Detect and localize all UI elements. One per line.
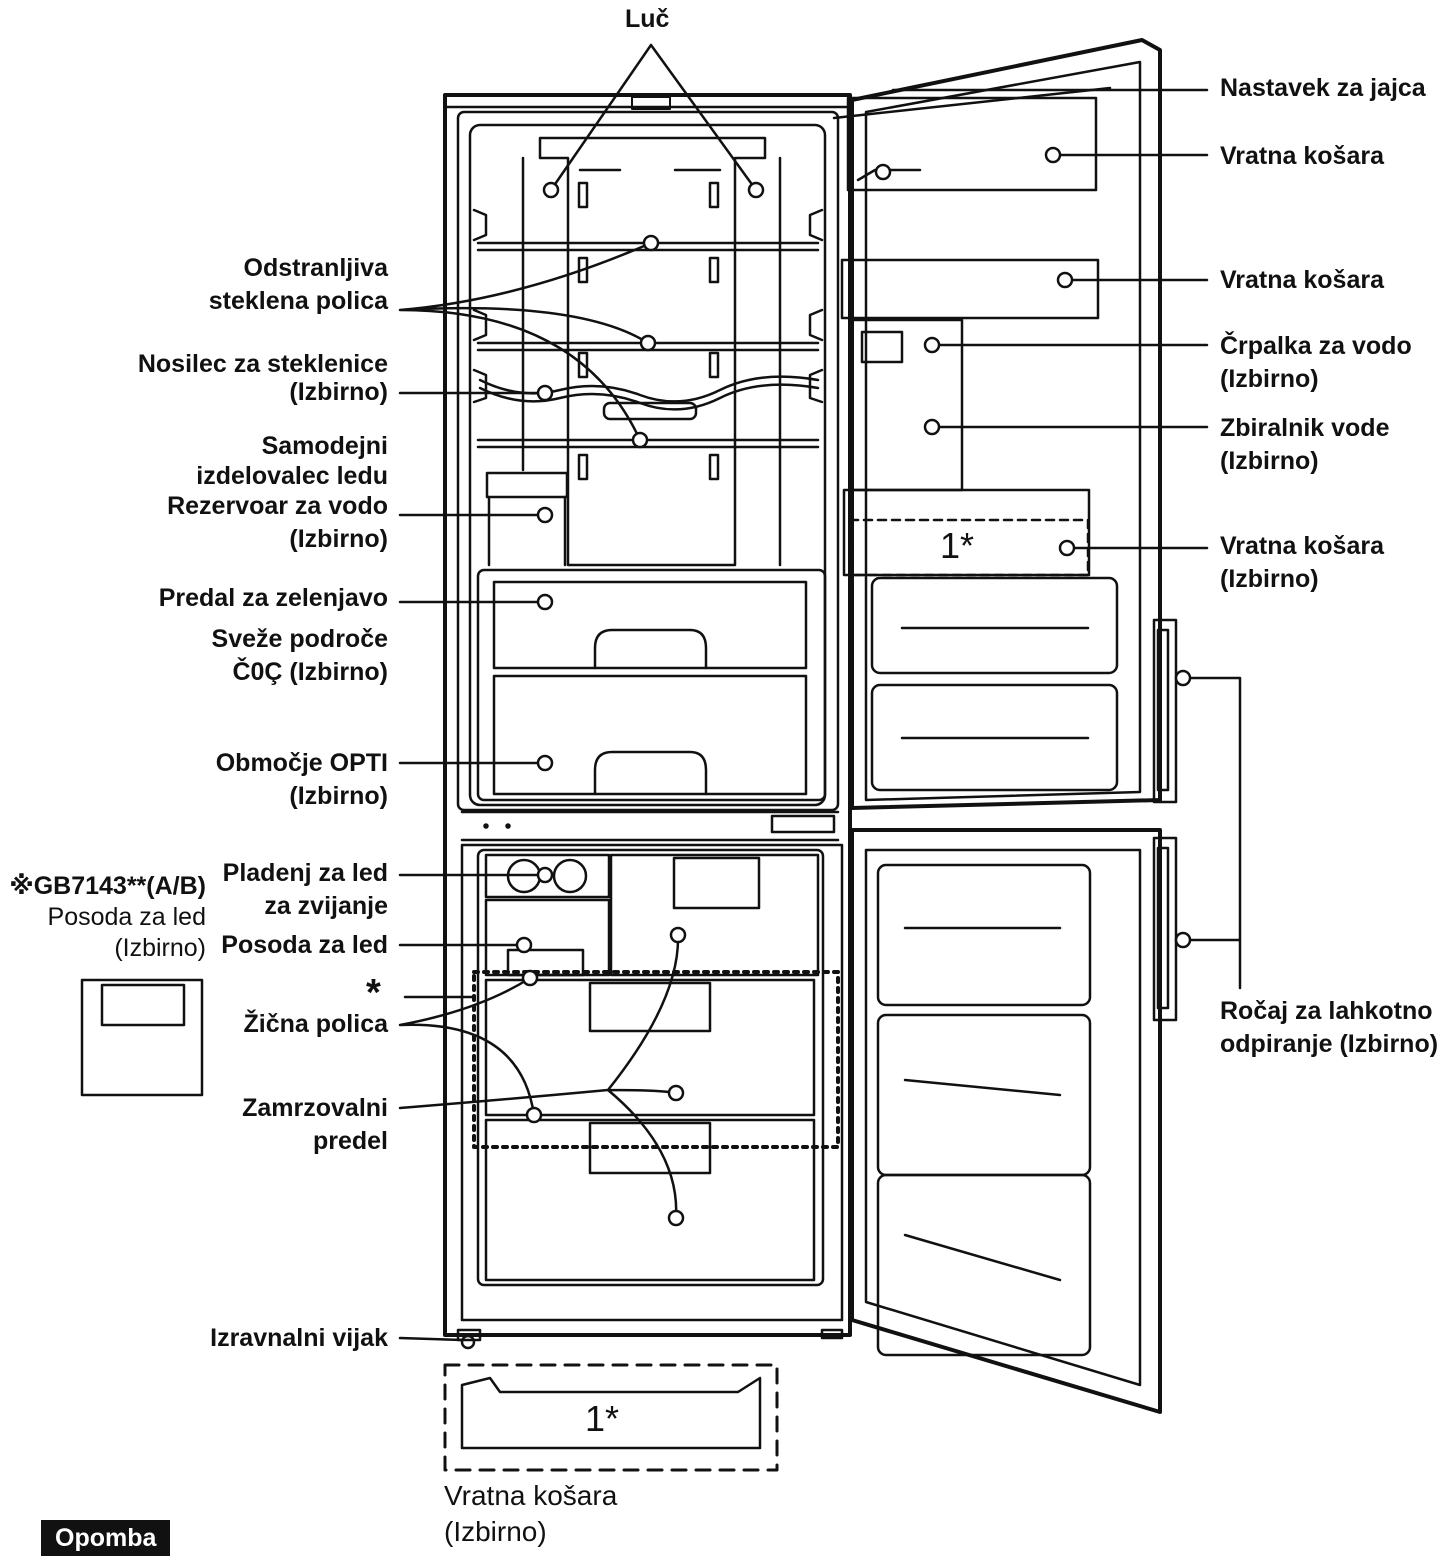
label-wire-shelf: Žična polica bbox=[243, 1010, 388, 1038]
label-ice-bin: Posoda za led bbox=[221, 931, 388, 959]
label-opti-zone: Območje OPTI bbox=[215, 749, 388, 777]
label-ice-tray-2: za zvijanje bbox=[264, 892, 388, 920]
label-fresh-zone-1: Sveže področe bbox=[211, 625, 388, 653]
label-bottom-basket-optional: (Izbirno) bbox=[444, 1516, 547, 1547]
mark-1-upper: 1* bbox=[940, 525, 975, 566]
label-leveling-screw: Izravnalni vijak bbox=[210, 1324, 388, 1352]
label-icemaker-2: izdelovalec ledu bbox=[196, 462, 388, 490]
label-water-reservoir: Rezervoar za vodo bbox=[167, 492, 388, 520]
ice-bin-illustration bbox=[80, 978, 204, 1097]
label-fresh-zone-2: Č0Ç (Izbirno) bbox=[232, 658, 388, 686]
label-water-tank: Zbiralnik vode bbox=[1220, 414, 1390, 442]
label-door-basket-1: Vratna košara bbox=[1220, 142, 1384, 170]
label-water-reservoir-optional: (Izbirno) bbox=[289, 525, 388, 553]
label-star: * bbox=[366, 972, 381, 1014]
leader-lines bbox=[398, 43, 1242, 1342]
label-handle: Ročaj za lahkotno bbox=[1220, 997, 1433, 1025]
label-vegetable-drawer: Predal za zelenjavo bbox=[158, 584, 388, 612]
label-door-basket-3-optional: (Izbirno) bbox=[1220, 565, 1319, 593]
label-bottle-holder: Nosilec za steklenice bbox=[137, 350, 388, 378]
label-water-tank-optional: (Izbirno) bbox=[1220, 447, 1319, 475]
label-door-basket-2: Vratna košara bbox=[1220, 266, 1384, 294]
lower-door bbox=[850, 828, 1178, 1414]
label-egg-holder: Nastavek za jajca bbox=[1220, 74, 1426, 102]
fridge-body bbox=[443, 93, 852, 1350]
label-ice-bin-side: Posoda za led bbox=[47, 903, 206, 931]
label-glass-shelf-1: Odstranljiva bbox=[243, 254, 389, 282]
mark-1-lower: 1* bbox=[585, 1398, 620, 1439]
label-water-pump: Črpalka za vodo bbox=[1220, 332, 1412, 360]
callout-dots bbox=[515, 146, 1192, 1227]
label-door-basket-3: Vratna košara bbox=[1220, 532, 1384, 560]
label-light: Luč bbox=[625, 5, 670, 33]
label-glass-shelf-2: steklena polica bbox=[208, 287, 388, 315]
label-bottom-basket: Vratna košara (Izbirno) bbox=[444, 1478, 617, 1550]
label-bottle-holder-optional: (Izbirno) bbox=[289, 378, 388, 406]
label-water-pump-optional: (Izbirno) bbox=[1220, 365, 1319, 393]
label-icemaker-1: Samodejni bbox=[261, 432, 388, 460]
note-badge: Opomba bbox=[41, 1520, 171, 1556]
label-model-note: ※GB7143**(A/B) bbox=[9, 872, 206, 900]
label-freezer-2: predel bbox=[312, 1127, 388, 1155]
label-opti-zone-optional: (Izbirno) bbox=[289, 782, 388, 810]
label-ice-bin-side-optional: (Izbirno) bbox=[114, 934, 206, 962]
label-bottom-basket-name: Vratna košara bbox=[444, 1480, 618, 1511]
bottom-basket bbox=[443, 1363, 779, 1472]
label-ice-tray-1: Pladenj za led bbox=[222, 859, 388, 887]
label-freezer-1: Zamrzovalni bbox=[242, 1094, 388, 1122]
label-handle-2: odpiranje (Izbirno) bbox=[1220, 1030, 1439, 1058]
